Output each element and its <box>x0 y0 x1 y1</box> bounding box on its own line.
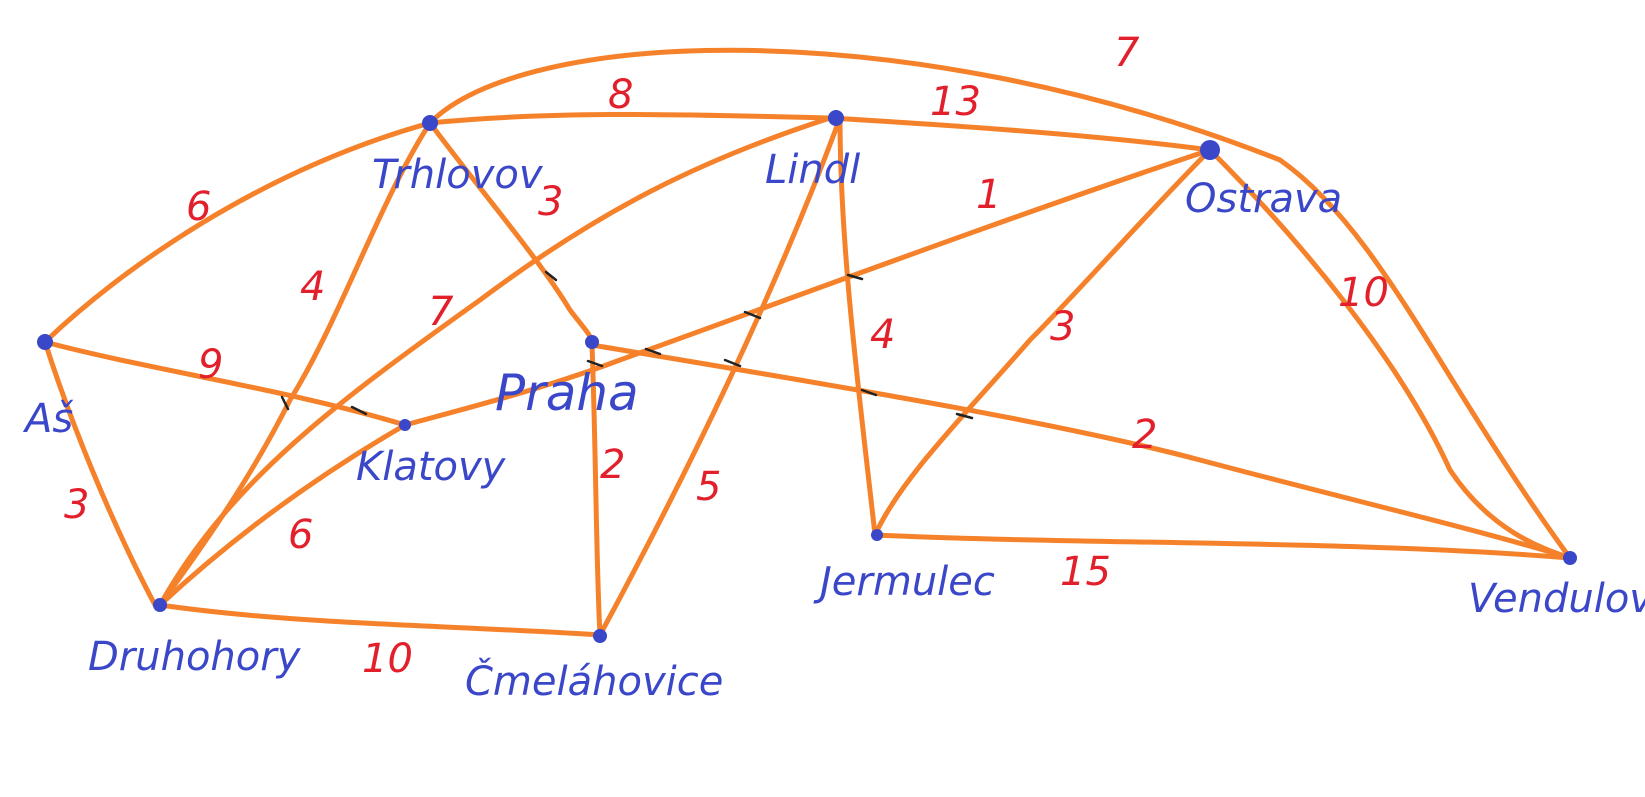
crossing-mark <box>743 310 762 320</box>
crossing-mark <box>280 395 290 411</box>
weight-label-ostrava-klatovy: 1 <box>976 172 1001 218</box>
weight-label-trhlovov-lindl: 8 <box>608 72 633 118</box>
crossing-mark <box>955 412 974 420</box>
edge-trhlovov-vendulov <box>427 47 1573 561</box>
edge-as-klatovy <box>42 339 408 428</box>
weight-label-praha-vendulov: 2 <box>1132 412 1157 458</box>
weight-label-as-trhlovov: 6 <box>186 184 211 230</box>
weight-label-lindl-druhohory: 7 <box>428 289 454 335</box>
weight-label-trhlovov-druhohory: 4 <box>300 264 325 310</box>
edge-praha-vendulov <box>589 342 1573 561</box>
city-label-praha: Praha <box>495 364 639 422</box>
edge-as-druhohory <box>42 339 158 608</box>
weight-label-trhlovov-vendulov: 7 <box>1114 30 1140 76</box>
edge-ostrava-jermulec <box>872 147 1213 538</box>
city-labels: Aš Trhlovov Lindl Ostrava Praha Klatovy … <box>22 147 1645 705</box>
nodes <box>37 110 1577 643</box>
edge-trhlovov-druhohory <box>157 120 433 608</box>
crossing-mark <box>586 359 604 368</box>
weight-label-druhohory-cmelahovice: 10 <box>362 636 413 682</box>
edge-lindl-druhohory <box>157 115 833 608</box>
node-cmelahovice <box>593 629 607 643</box>
node-druhohory <box>153 598 167 612</box>
city-label-as: Aš <box>22 396 73 442</box>
node-as <box>37 334 53 350</box>
weight-label-lindl-cmelahovice: 5 <box>696 464 721 510</box>
edge-druhohory-cmelahovice <box>157 602 603 638</box>
crossing-marks <box>280 270 974 420</box>
crossing-mark <box>860 388 878 397</box>
edge-trhlovov-lindl <box>427 112 833 126</box>
weight-label-ostrava-jermulec: 3 <box>1050 304 1075 350</box>
weight-label-trhlovov-praha: 3 <box>538 179 563 225</box>
city-label-vendulov: Vendulov <box>1468 576 1645 622</box>
city-label-jermulec: Jermulec <box>813 559 995 605</box>
city-label-lindl: Lindl <box>765 147 860 193</box>
weight-label-ostrava-vendulov: 10 <box>1338 270 1389 316</box>
edge-ostrava-vendulov <box>1207 147 1573 561</box>
node-praha <box>585 335 599 349</box>
node-trhlovov <box>422 115 438 131</box>
edge-ostrava-klatovy <box>402 147 1213 428</box>
weight-label-as-druhohory: 3 <box>64 482 89 528</box>
city-label-trhlovov: Trhlovov <box>372 152 544 198</box>
edge-praha-cmelahovice <box>589 342 603 638</box>
node-ostrava <box>1200 140 1220 160</box>
edge-druhohory-klatovy <box>157 422 408 608</box>
city-label-druhohory: Druhohory <box>88 634 302 680</box>
edge-jermulec-vendulov <box>872 532 1573 561</box>
weight-label-as-klatovy: 9 <box>198 342 223 388</box>
weight-label-lindl-ostrava: 13 <box>930 79 981 125</box>
city-label-ostrava: Ostrava <box>1185 176 1342 222</box>
node-vendulov <box>1563 551 1577 565</box>
edge-lindl-jermulec <box>837 115 878 538</box>
node-jermulec <box>871 529 883 541</box>
edge-lindl-ostrava <box>827 115 1213 153</box>
crossing-mark <box>846 273 864 281</box>
city-label-klatovy: Klatovy <box>356 444 507 490</box>
node-lindl <box>828 110 844 126</box>
weight-label-lindl-jermulec: 4 <box>870 312 895 358</box>
edges <box>42 47 1573 638</box>
weight-label-praha-cmelahovice: 2 <box>600 442 625 488</box>
node-klatovy <box>399 419 411 431</box>
crossing-mark <box>350 405 368 416</box>
weight-labels: 6 9 3 8 7 4 3 7 13 4 5 1 3 10 2 2 6 10 1… <box>64 30 1389 682</box>
city-label-cmelahovice: Čmeláhovice <box>465 657 723 705</box>
weight-label-jermulec-vendulov: 15 <box>1060 549 1111 595</box>
crossing-mark <box>644 347 662 356</box>
crossing-mark <box>723 358 742 368</box>
weight-label-druhohory-klatovy: 6 <box>288 512 313 558</box>
edge-trhlovov-praha <box>427 120 595 348</box>
edge-as-trhlovov <box>42 120 433 345</box>
crossing-mark <box>544 270 558 282</box>
